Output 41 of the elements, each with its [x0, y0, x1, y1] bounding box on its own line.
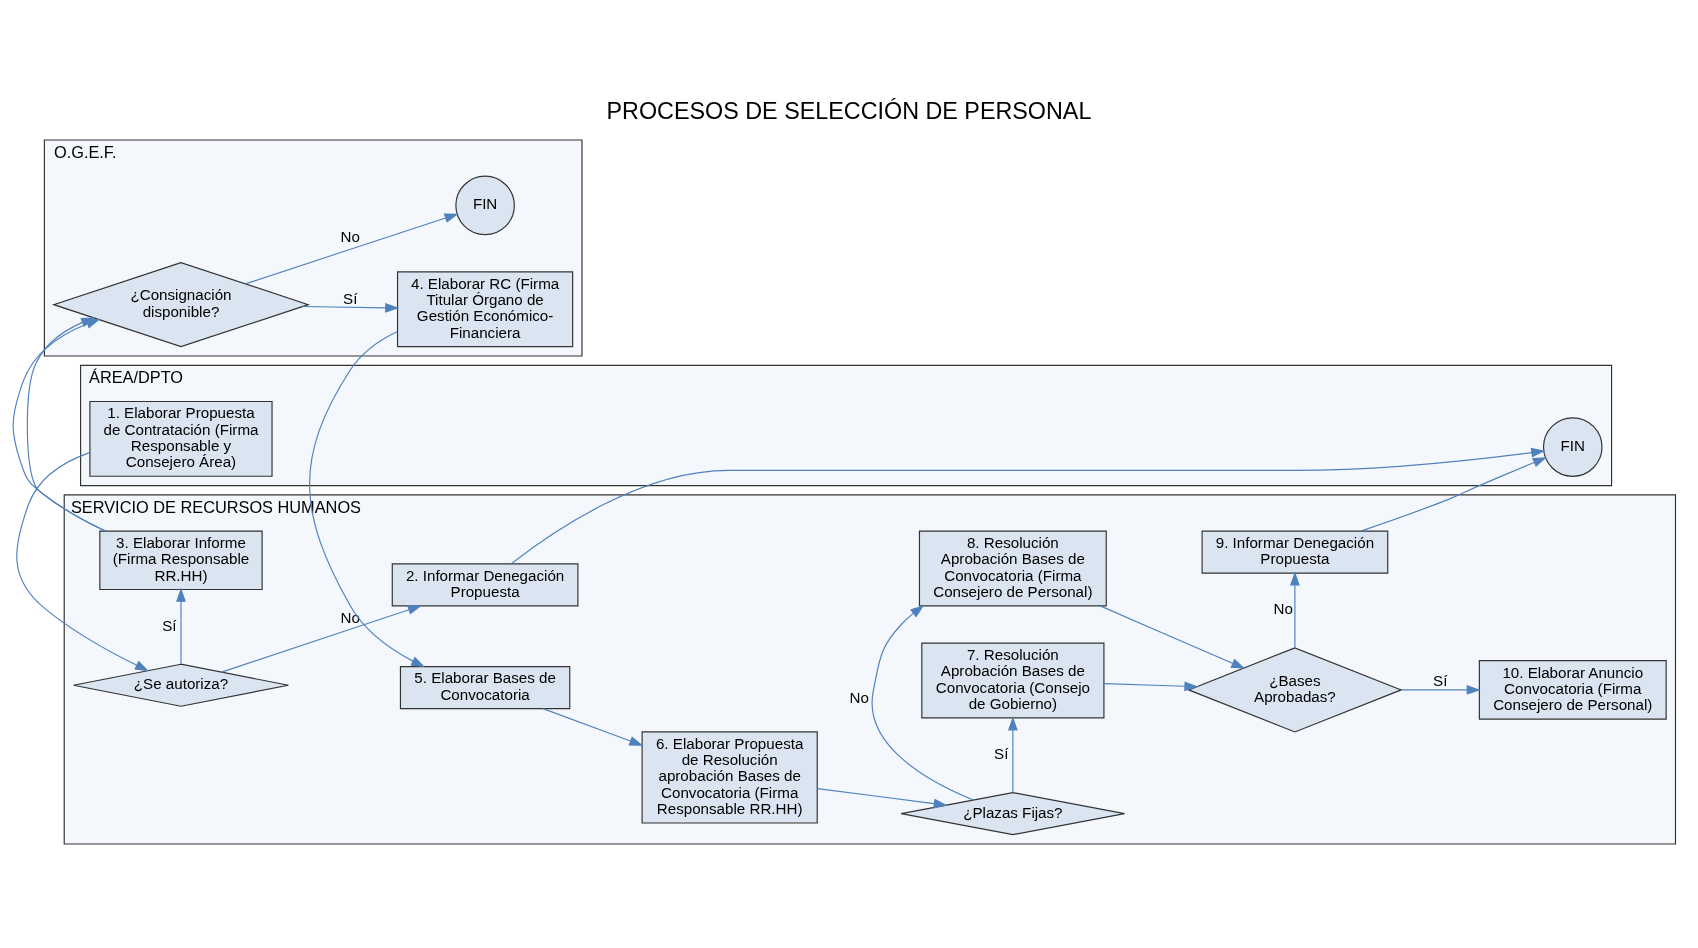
arrow — [542, 707, 644, 746]
arrow — [309, 330, 426, 667]
node-box: 3. Elaborar Informe (Firma Responsable RR.HH) — [99, 530, 263, 590]
node-circle: FIN — [455, 175, 515, 235]
edge-label: No — [1273, 599, 1293, 617]
arrow — [1360, 456, 1547, 532]
node-box: 8. Resolución Aprobación Bases de Convocatoria (Firma Consejero de Personal) — [918, 530, 1107, 606]
arrow — [1099, 604, 1246, 669]
node-box: 4. Elaborar RC (Firma Titular Órgano de Gestión Económico-Financiera — [396, 270, 574, 347]
diagram-title: PROCESOS DE SELECCIÓN DE PERSONAL — [606, 97, 1092, 124]
arrow — [871, 604, 974, 801]
edge-label: Sí — [1433, 671, 1448, 689]
node-box: 7. Resolución Aprobación Bases de Convocatoria (Consejo de Gobierno) — [921, 642, 1105, 718]
node-box: 10. Elaborar Anuncio Convocatoria (Firma Consejero de Personal) — [1478, 659, 1667, 720]
node-box: 6. Elaborar Propuesta de Resolución aprobación Bases de Convocatoria (Firma Responsable RR.HH) — [641, 730, 818, 824]
node-diamond: ¿Plazas Fijas? — [900, 791, 1126, 835]
node-diamond: ¿Consignación disponible? — [51, 261, 311, 347]
arrow — [302, 302, 400, 313]
arrow — [1007, 715, 1018, 793]
arrow — [176, 587, 186, 665]
node-box: 1. Elaborar Propuesta de Contratación (Firma Responsable y Consejero Área) — [89, 400, 273, 477]
node-box: 2. Informar Denegación Propuesta — [391, 562, 579, 606]
edge-label: Sí — [162, 616, 177, 634]
node-diamond: ¿Bases Aprobadas? — [1187, 646, 1403, 733]
node-box: 5. Elaborar Bases de Convocatoria — [399, 665, 571, 709]
arrow — [1400, 684, 1481, 695]
node-circle: FIN — [1542, 416, 1603, 477]
arrow — [16, 451, 150, 671]
edge-label: No — [340, 227, 360, 245]
node-box: 9. Informar Denegación Propuesta — [1201, 530, 1389, 574]
node-diamond: ¿Se autoriza? — [72, 663, 289, 707]
edge-label: No — [340, 608, 360, 626]
arrow — [511, 447, 1546, 564]
edge-label: Sí — [994, 744, 1009, 762]
arrow — [244, 212, 459, 284]
arrow — [816, 787, 948, 808]
arrow — [1290, 570, 1300, 648]
arrow — [221, 604, 422, 673]
edge-label: Sí — [343, 289, 358, 307]
edge-label: No — [849, 688, 869, 706]
arrow — [1103, 680, 1199, 691]
